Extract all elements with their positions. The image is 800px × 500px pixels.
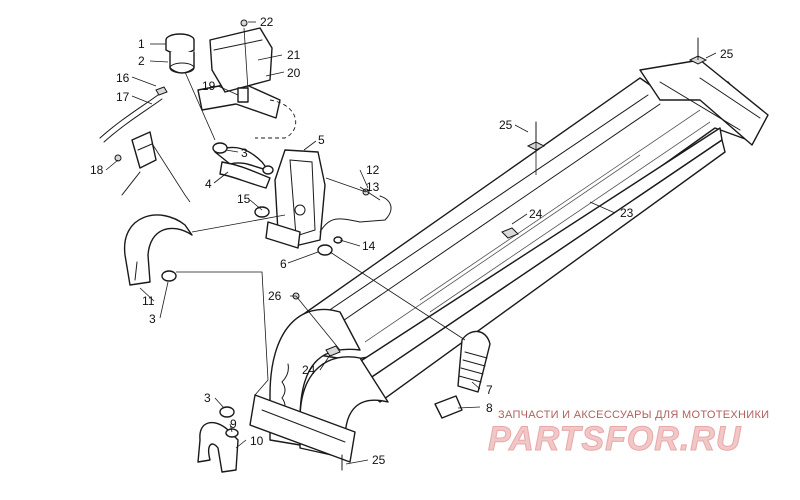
callout-18: 18 (90, 163, 104, 177)
callout-11: 11 (142, 294, 155, 308)
callout-15: 15 (237, 192, 251, 206)
callout-26: 26 (268, 289, 282, 303)
callout-9: 9 (230, 417, 237, 431)
watermark: ЗАПЧАСТИ И АКСЕССУАРЫ ДЛЯ МОТОТЕХНИКИ PA… (488, 409, 770, 459)
callout-23: 23 (620, 206, 634, 220)
callout-17: 17 (116, 90, 130, 104)
callout-24-upper: 24 (529, 207, 543, 221)
callout-24-lower: 24 (302, 363, 316, 377)
callout-3-upper: 3 (241, 146, 248, 160)
lower-hose-part (124, 214, 193, 286)
callout-20: 20 (287, 66, 301, 80)
callout-25-center: 25 (499, 118, 513, 132)
callout-25-right: 25 (720, 47, 734, 61)
callout-13: 13 (366, 180, 380, 194)
clamp-parts (161, 142, 343, 438)
callout-3-lower: 3 (204, 391, 211, 405)
callout-7: 7 (486, 383, 493, 397)
leader-lines (105, 21, 717, 465)
callout-2: 2 (138, 54, 145, 68)
heat-exchanger-part (249, 59, 769, 463)
assembly-lines (152, 27, 699, 396)
watermark-tagline: ЗАПЧАСТИ И АКСЕССУАРЫ ДЛЯ МОТОТЕХНИКИ (498, 409, 769, 421)
drain-bellows-part (434, 330, 491, 419)
callout-8: 8 (486, 401, 493, 415)
callout-5: 5 (318, 133, 325, 147)
overflow-tube-part (99, 94, 159, 139)
callout-10: 10 (250, 434, 264, 448)
callout-6: 6 (280, 257, 287, 271)
callout-19: 19 (202, 79, 216, 93)
thermostat-housing-part (265, 149, 326, 249)
callout-21: 21 (287, 48, 301, 62)
callout-labels: 1 2 16 17 19 20 21 22 3 4 5 15 6 12 13 1… (90, 15, 734, 467)
watermark-logo: PARTSFOR.RU (488, 420, 742, 458)
callout-22: 22 (260, 15, 274, 29)
vent-tube-part (319, 195, 392, 233)
callout-3-middle: 3 (149, 312, 156, 326)
filler-cap-part (165, 33, 195, 74)
callout-16: 16 (116, 71, 130, 85)
callout-1: 1 (138, 37, 145, 51)
callout-4: 4 (205, 177, 212, 191)
clip-bracket-part (121, 131, 157, 196)
callout-25-bottom: 25 (372, 453, 386, 467)
callout-14: 14 (362, 239, 376, 253)
callout-12: 12 (366, 163, 380, 177)
reservoir-bracket-part (197, 27, 297, 139)
